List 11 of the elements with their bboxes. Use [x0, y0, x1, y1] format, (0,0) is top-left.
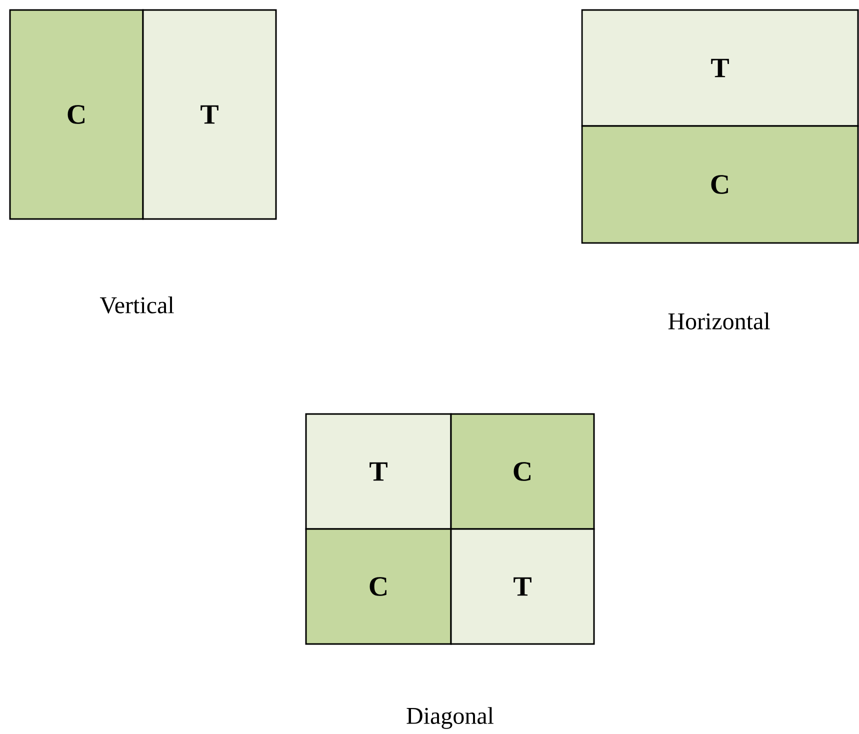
plot-cell: C: [305, 528, 452, 645]
plot-cell: T: [142, 9, 277, 220]
plot-cell: C: [9, 9, 144, 220]
plot-cell: C: [450, 413, 595, 530]
plot-cell: T: [450, 528, 595, 645]
plot-cell: T: [305, 413, 452, 530]
layout-caption: Horizontal: [668, 312, 770, 330]
plot-cell: T: [581, 9, 859, 127]
layout-caption: Vertical: [100, 296, 174, 314]
layout-caption: Diagonal: [406, 707, 494, 729]
plot-cell: C: [581, 125, 859, 244]
